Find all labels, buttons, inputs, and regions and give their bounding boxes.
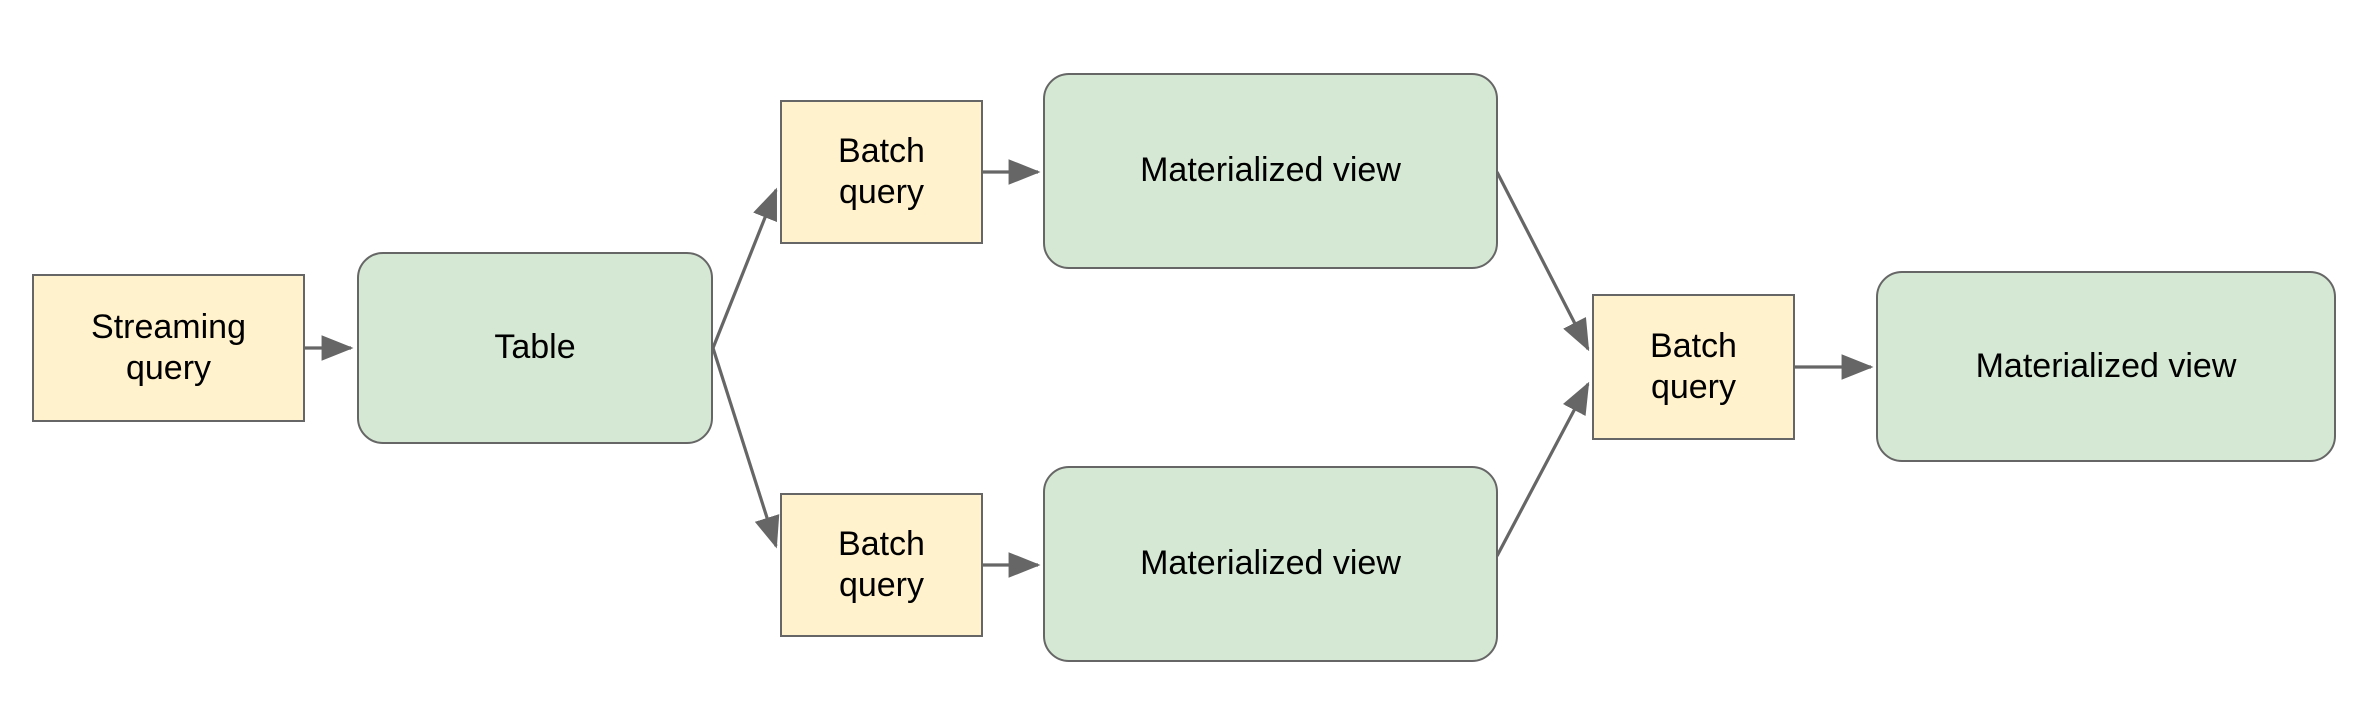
node-batch-query-merge[interactable]: Batch query [1592, 294, 1795, 440]
edge-mv-top-to-batch-merge [1495, 171, 1590, 352]
node-materialized-view-final[interactable]: Materialized view [1876, 271, 2336, 462]
node-materialized-view-bottom[interactable]: Materialized view [1043, 466, 1498, 662]
node-batch-query-bottom[interactable]: Batch query [780, 493, 983, 637]
edge-table-to-batch-bottom [711, 347, 780, 549]
node-streaming-query[interactable]: Streaming query [32, 274, 305, 422]
edge-mv-bottom-to-batch-merge [1495, 381, 1590, 557]
edges-group [305, 159, 1874, 578]
node-table[interactable]: Table [357, 252, 713, 444]
edge-table-to-batch-top [711, 187, 778, 349]
node-materialized-view-top[interactable]: Materialized view [1043, 73, 1498, 269]
node-batch-query-top[interactable]: Batch query [780, 100, 983, 244]
